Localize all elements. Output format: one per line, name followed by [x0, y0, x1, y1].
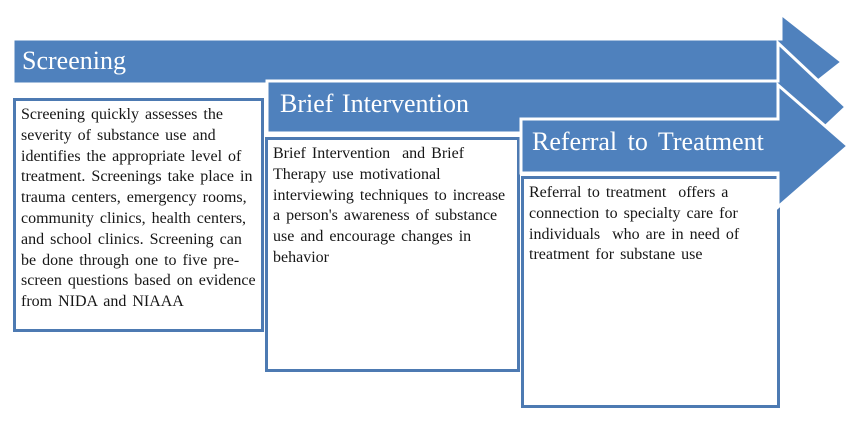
referral-title: Referral to Treatment	[532, 127, 764, 156]
screening-title: Screening	[22, 46, 126, 75]
brief-intervention-title: Brief Intervention	[280, 89, 469, 118]
